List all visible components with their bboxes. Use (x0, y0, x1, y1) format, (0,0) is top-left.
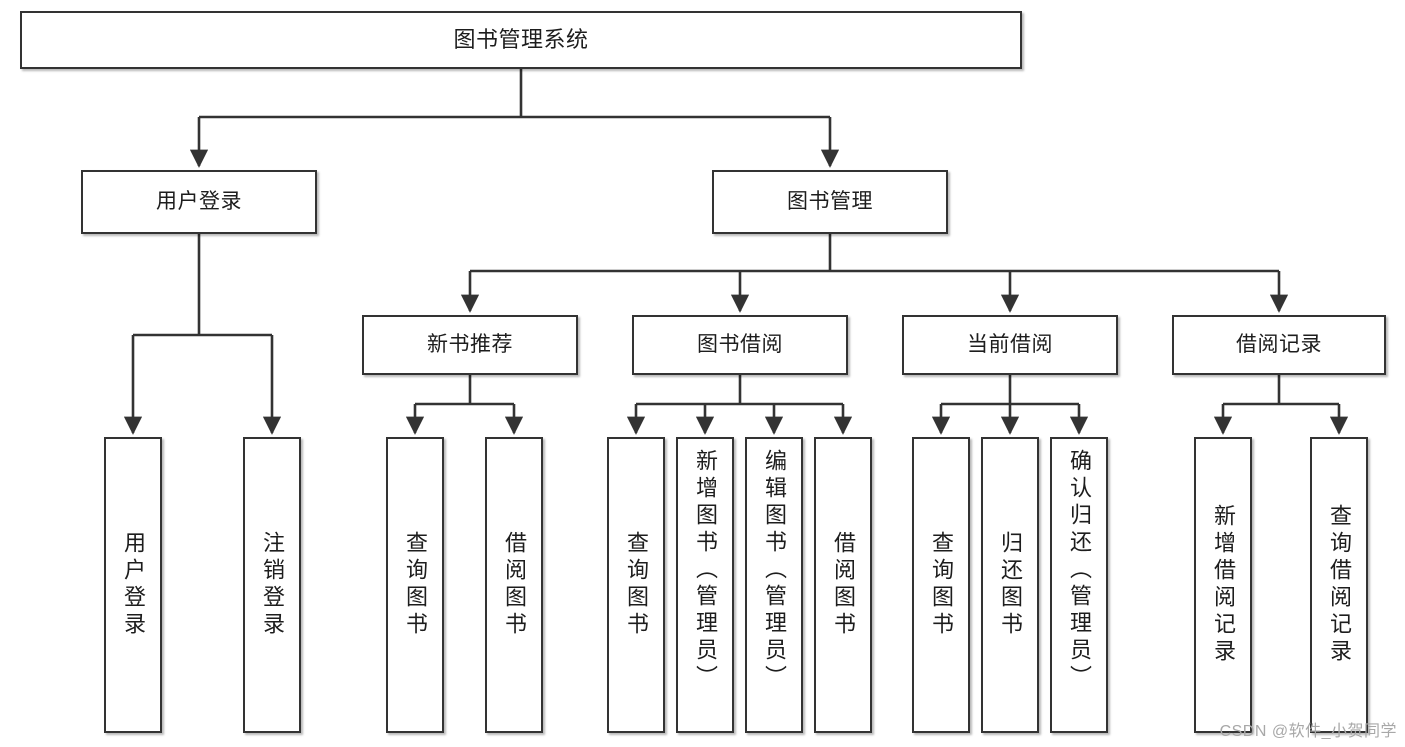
node-leaf-query-book-3[interactable]: 查询图书 (912, 437, 970, 733)
node-leaf-query-record[interactable]: 查询借阅记录 (1310, 437, 1368, 733)
node-user-login-label: 用户登录 (156, 189, 242, 213)
node-leaf-logout-label: 注销登录 (260, 531, 285, 639)
node-leaf-user-login[interactable]: 用户登录 (104, 437, 162, 733)
node-leaf-add-book-admin-label: 新增图书（管理员） (693, 449, 718, 692)
node-current-borrow[interactable]: 当前借阅 (902, 315, 1118, 375)
node-leaf-add-record-label: 新增借阅记录 (1211, 504, 1236, 666)
node-leaf-query-book-3-label: 查询图书 (929, 531, 954, 639)
node-root-label: 图书管理系统 (453, 27, 589, 53)
node-leaf-confirm-return-admin[interactable]: 确认归还（管理员） (1050, 437, 1108, 733)
node-user-login[interactable]: 用户登录 (81, 170, 317, 234)
node-book-borrow-label: 图书借阅 (697, 332, 783, 356)
node-leaf-return-book[interactable]: 归还图书 (981, 437, 1039, 733)
node-leaf-borrow-book-2-label: 借阅图书 (831, 531, 856, 639)
node-leaf-return-book-label: 归还图书 (998, 531, 1023, 639)
node-book-borrow[interactable]: 图书借阅 (632, 315, 848, 375)
node-leaf-borrow-book-2[interactable]: 借阅图书 (814, 437, 872, 733)
node-leaf-query-book-1[interactable]: 查询图书 (386, 437, 444, 733)
node-borrow-record[interactable]: 借阅记录 (1172, 315, 1386, 375)
node-leaf-edit-book-admin-label: 编辑图书（管理员） (762, 449, 787, 692)
node-book-manage-label: 图书管理 (787, 189, 873, 213)
node-current-borrow-label: 当前借阅 (967, 332, 1053, 356)
node-leaf-user-login-label: 用户登录 (121, 531, 146, 639)
node-leaf-add-book-admin[interactable]: 新增图书（管理员） (676, 437, 734, 733)
node-leaf-add-record[interactable]: 新增借阅记录 (1194, 437, 1252, 733)
node-borrow-record-label: 借阅记录 (1236, 332, 1322, 356)
node-leaf-query-book-2-label: 查询图书 (624, 531, 649, 639)
node-leaf-borrow-book-1[interactable]: 借阅图书 (485, 437, 543, 733)
node-leaf-borrow-book-1-label: 借阅图书 (502, 531, 527, 639)
node-leaf-confirm-return-admin-label: 确认归还（管理员） (1067, 449, 1092, 692)
node-leaf-query-book-1-label: 查询图书 (403, 531, 428, 639)
node-leaf-query-book-2[interactable]: 查询图书 (607, 437, 665, 733)
node-leaf-edit-book-admin[interactable]: 编辑图书（管理员） (745, 437, 803, 733)
node-new-book-recommend-label: 新书推荐 (427, 332, 513, 356)
node-new-book-recommend[interactable]: 新书推荐 (362, 315, 578, 375)
node-root[interactable]: 图书管理系统 (20, 11, 1022, 69)
node-book-manage[interactable]: 图书管理 (712, 170, 948, 234)
node-leaf-query-record-label: 查询借阅记录 (1327, 504, 1352, 666)
watermark: CSDN @软件_小贺同学 (1219, 723, 1397, 740)
node-leaf-logout[interactable]: 注销登录 (243, 437, 301, 733)
